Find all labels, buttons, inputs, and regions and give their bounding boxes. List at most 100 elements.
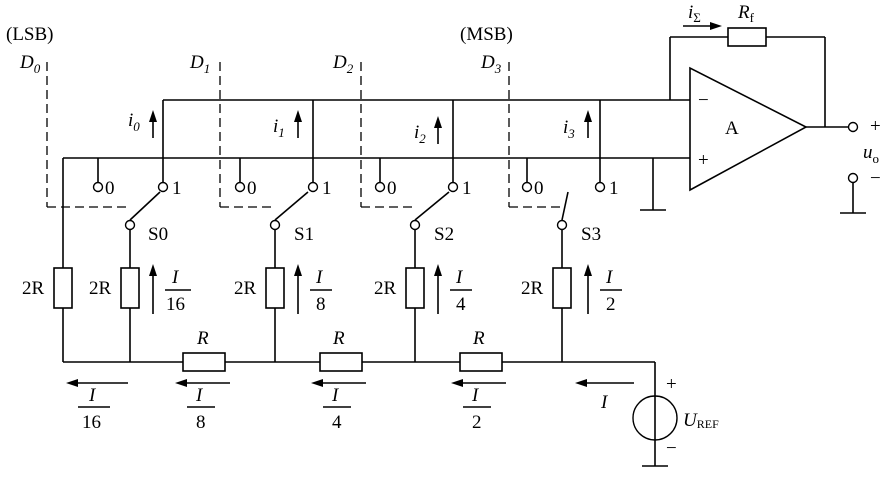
arrow-i16-icon (66, 379, 78, 387)
output-terminal-minus (847, 172, 859, 184)
fraction-denominator: 4 (456, 294, 466, 315)
switch-pos0-label: 0 (387, 178, 397, 199)
source-plus-sign: + (666, 374, 677, 395)
inverting-input-sign: − (698, 90, 709, 111)
switch-pivot-s1 (269, 219, 281, 231)
fraction-numerator: I (331, 385, 340, 406)
i2-label: i2 (414, 122, 426, 146)
lsb-label: (LSB) (6, 24, 54, 45)
resistor-label-2r: 2R (374, 278, 397, 299)
resistor-2r-b0 (120, 267, 140, 309)
fraction-denominator: 2 (472, 412, 482, 433)
i3-arrow-icon (584, 110, 592, 122)
fraction-denominator: 4 (332, 412, 342, 433)
fraction-numerator: I (455, 267, 464, 288)
fraction-denominator: 2 (606, 294, 616, 315)
resistor-2r-left (53, 267, 73, 309)
d3-label: D3 (480, 52, 502, 76)
switch-contact-0 (92, 181, 104, 193)
arrow-i8-icon (175, 379, 187, 387)
resistor-label-r: R (472, 328, 485, 349)
switch-pivot-s0 (124, 219, 136, 231)
switch-pos0-label: 0 (247, 178, 257, 199)
resistor-label-r: R (332, 328, 345, 349)
switch-contact-1 (307, 181, 319, 193)
switch-pos1-label: 1 (462, 178, 472, 199)
arrow-i-icon (575, 379, 587, 387)
resistor-r-1 (182, 352, 226, 372)
i1-label: i1 (273, 116, 285, 140)
i0-arrow-icon (149, 110, 157, 122)
switch-pos1-label: 1 (322, 178, 332, 199)
i0-label: i0 (128, 110, 140, 134)
output-plus-sign: + (870, 116, 881, 137)
output-minus-sign: − (870, 168, 881, 189)
switch-pivot-s3 (556, 219, 568, 231)
fraction-numerator: I (315, 267, 324, 288)
resistor-label-2r: 2R (22, 278, 45, 299)
switch-contact-1 (594, 181, 606, 193)
op-amp-triangle (689, 66, 808, 192)
resistor-2r-b3 (552, 267, 572, 309)
fraction-numerator: I (195, 385, 204, 406)
fraction-denominator: 8 (196, 412, 206, 433)
branch1-arrow-icon (294, 264, 302, 276)
total-current-label: I (600, 392, 609, 413)
msb-label: (MSB) (460, 24, 513, 45)
switch-pos1-label: 1 (609, 178, 619, 199)
switch-contact-0 (234, 181, 246, 193)
switch-blade-s1 (274, 191, 309, 221)
noninverting-input-sign: + (698, 150, 709, 171)
d1-label: D1 (189, 52, 210, 76)
i3-label: i3 (563, 117, 575, 141)
isum-label: iΣ (688, 2, 701, 25)
switch-contact-0 (374, 181, 386, 193)
d0-label: D0 (19, 52, 41, 76)
fraction-numerator: I (88, 385, 97, 406)
switch-contact-1 (447, 181, 459, 193)
switch-label-s1: S1 (294, 224, 314, 245)
switch-label-s3: S3 (581, 224, 601, 245)
branch2-arrow-icon (434, 264, 442, 276)
fraction-numerator: I (471, 385, 480, 406)
output-terminal-plus (847, 121, 859, 133)
arrow-i4-icon (311, 379, 323, 387)
uo-label: uo (863, 142, 879, 166)
branch0-arrow-icon (149, 264, 157, 276)
resistor-label-r: R (196, 328, 209, 349)
switch-label-s2: S2 (434, 224, 454, 245)
resistor-label-2r: 2R (521, 278, 544, 299)
resistor-label-2r: 2R (234, 278, 257, 299)
resistor-2r-b2 (405, 267, 425, 309)
switch-contact-0 (521, 181, 533, 193)
switch-pivot-s2 (409, 219, 421, 231)
fraction-numerator: I (605, 267, 614, 288)
isum-arrow-icon (710, 22, 722, 30)
switch-pos0-label: 0 (105, 178, 115, 199)
fraction-denominator: 16 (166, 294, 185, 315)
fraction-denominator: 8 (316, 294, 326, 315)
resistor-2r-b1 (265, 267, 285, 309)
resistor-r-3 (459, 352, 503, 372)
switch-blade-s2 (414, 191, 450, 221)
switch-pos1-label: 1 (172, 178, 182, 199)
uref-label: UREF (683, 410, 719, 431)
switch-contact-1 (157, 181, 169, 193)
switch-pos0-label: 0 (534, 178, 544, 199)
switch-blade-s0 (129, 191, 161, 221)
i2-arrow-icon (434, 116, 442, 128)
fraction-numerator: I (171, 267, 180, 288)
arrow-i2-icon (451, 379, 463, 387)
source-minus-sign: − (666, 438, 677, 459)
d2-label: D2 (332, 52, 354, 76)
i1-arrow-icon (294, 110, 302, 122)
resistor-label-2r: 2R (89, 278, 112, 299)
op-amp-label: A (725, 118, 739, 139)
resistor-r-2 (319, 352, 363, 372)
branch3-arrow-icon (584, 264, 592, 276)
feedback-resistor (727, 27, 767, 47)
switch-blade-s3 (561, 191, 569, 221)
fraction-denominator: 16 (82, 412, 101, 433)
rf-label: Rf (737, 2, 755, 25)
